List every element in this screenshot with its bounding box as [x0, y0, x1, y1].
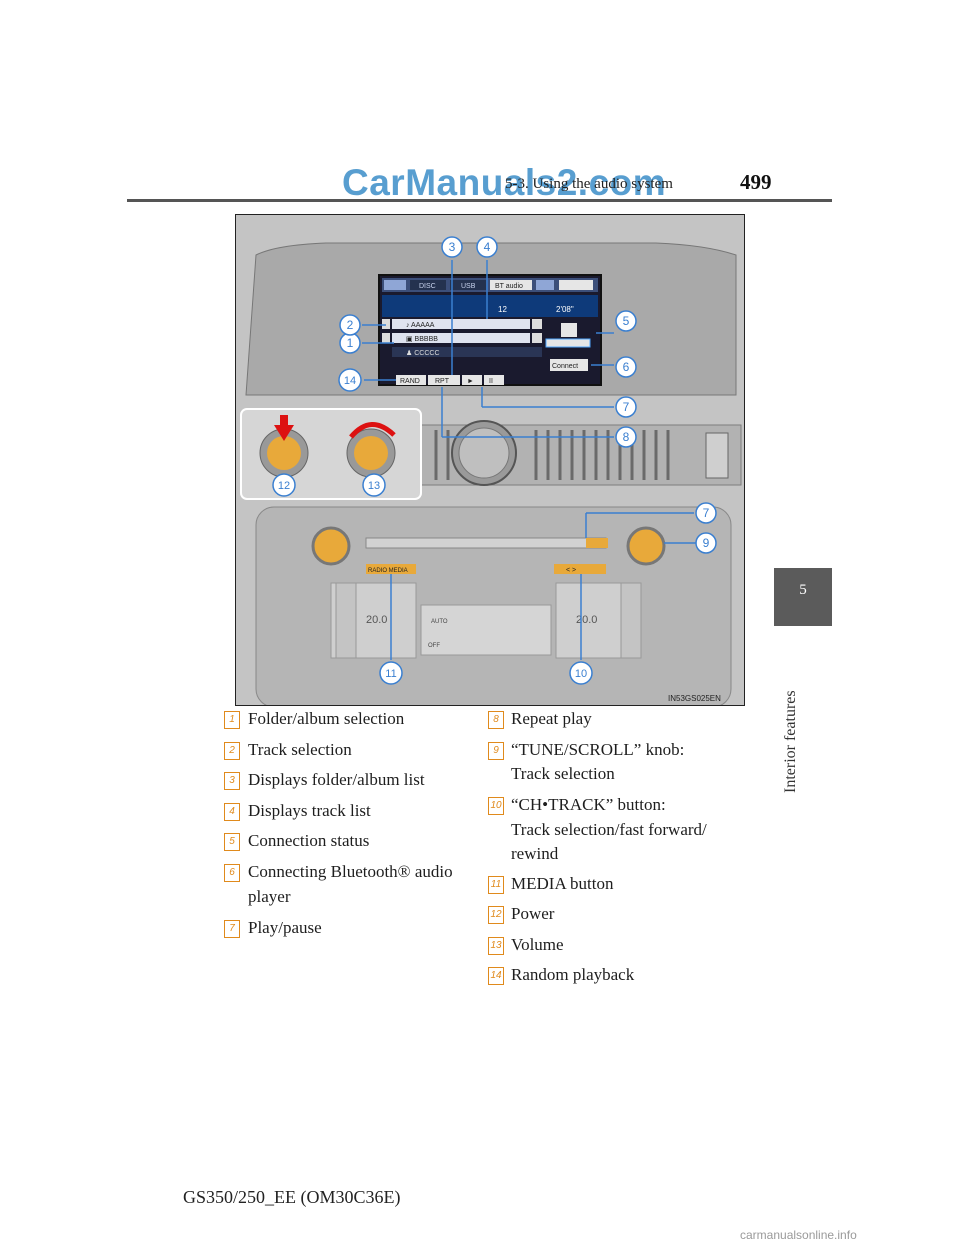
- section-title: 5-3. Using the audio system: [505, 176, 673, 192]
- callout-2: 2: [347, 318, 354, 332]
- legend-num-6: 6: [224, 864, 240, 882]
- callout-13: 13: [368, 480, 380, 492]
- legend-text-12: Power: [511, 904, 555, 923]
- callout-10: 10: [575, 668, 587, 680]
- header-rule: [127, 199, 832, 202]
- legend-text-5: Connection status: [248, 831, 370, 850]
- audio-system-illustration: DISC USB BT audio 12 2'08" ♪ AAAAA ▣ BBB…: [235, 214, 745, 706]
- callout-14: 14: [344, 375, 356, 387]
- watermark-bottom: carmanualsonline.info: [740, 1228, 857, 1242]
- tab-disc: DISC: [419, 283, 436, 290]
- callout-8: 8: [623, 430, 630, 444]
- chapter-number: 5: [799, 582, 807, 598]
- legend-text-6: Connecting Bluetooth® audio: [248, 862, 453, 881]
- svg-text:RPT: RPT: [435, 378, 450, 385]
- legend-num-7: 7: [224, 920, 240, 938]
- callout-1: 1: [347, 336, 354, 350]
- callout-11: 11: [385, 668, 396, 680]
- legend-text-13: Volume: [511, 935, 564, 954]
- legend-text-2: Track selection: [248, 740, 352, 759]
- legend-text-10-line3: rewind: [511, 844, 559, 863]
- legend-num-3: 3: [224, 772, 240, 790]
- svg-text:20.0: 20.0: [366, 614, 387, 626]
- svg-text:►: ►: [467, 378, 474, 385]
- callout-9: 9: [703, 536, 710, 550]
- svg-text:Connect: Connect: [552, 363, 578, 370]
- footer-model-code: GS350/250_EE (OM30C36E): [183, 1187, 401, 1207]
- svg-text:▣ BBBBB: ▣ BBBBB: [406, 336, 438, 343]
- legend-num-4: 4: [224, 803, 240, 821]
- legend-num-2: 2: [224, 742, 240, 760]
- legend-num-14: 14: [488, 967, 504, 985]
- legend-num-12: 12: [488, 906, 504, 924]
- legend-text-9: “TUNE/SCROLL” knob:: [511, 740, 685, 759]
- legend-num-8: 8: [488, 711, 504, 729]
- svg-text:OFF: OFF: [428, 643, 440, 649]
- tab-usb: USB: [461, 283, 476, 290]
- legend-num-1: 1: [224, 711, 240, 729]
- legend-text-6-line2: player: [248, 887, 291, 906]
- chapter-title: Interior features: [782, 690, 799, 793]
- svg-text:II: II: [489, 378, 493, 385]
- legend-text-3: Displays folder/album list: [248, 770, 425, 789]
- callout-5: 5: [623, 314, 630, 328]
- legend-num-11: 11: [488, 876, 504, 894]
- legend-text-4: Displays track list: [248, 801, 371, 820]
- svg-text:2'08": 2'08": [556, 305, 574, 314]
- chapter-tab: [774, 568, 832, 626]
- legend-text-8: Repeat play: [511, 709, 592, 728]
- figure-code: IN53GS025EN: [668, 694, 721, 703]
- legend-num-13: 13: [488, 937, 504, 955]
- legend-text-14: Random playback: [511, 965, 635, 984]
- callout-4: 4: [484, 240, 491, 254]
- callout-7b: 7: [703, 506, 710, 520]
- legend-text-7: Play/pause: [248, 918, 322, 937]
- callout-3: 3: [449, 240, 456, 254]
- legend-text-1: Folder/album selection: [248, 709, 405, 728]
- svg-text:20.0: 20.0: [576, 614, 597, 626]
- svg-text:12: 12: [498, 305, 507, 314]
- legend-text-10: “CH•TRACK” button:: [511, 795, 666, 814]
- legend-num-9: 9: [488, 742, 504, 760]
- chapter-title-vertical: Interior features: [778, 643, 799, 793]
- legend-num-5: 5: [224, 833, 240, 851]
- legend-text-10-line2: Track selection/fast forward/: [511, 820, 707, 839]
- legend-num-10: 10: [488, 797, 504, 815]
- watermark-top: CarManuals2.com: [342, 162, 667, 203]
- callout-6: 6: [623, 360, 630, 374]
- legend-text-9-line2: Track selection: [511, 764, 615, 783]
- svg-text:♪ AAAAA: ♪ AAAAA: [406, 322, 435, 329]
- legend-text-11: MEDIA button: [511, 874, 614, 893]
- svg-text:AUTO: AUTO: [431, 619, 448, 625]
- svg-text:RADIO MEDIA: RADIO MEDIA: [368, 568, 408, 574]
- callout-12: 12: [278, 480, 290, 492]
- svg-text:♟ CCCCC: ♟ CCCCC: [406, 349, 440, 357]
- callout-7: 7: [623, 400, 630, 414]
- page-number: 499: [740, 170, 772, 194]
- svg-text:RAND: RAND: [400, 378, 420, 385]
- tab-bt-audio: BT audio: [495, 283, 523, 290]
- svg-text:< >: < >: [566, 567, 576, 574]
